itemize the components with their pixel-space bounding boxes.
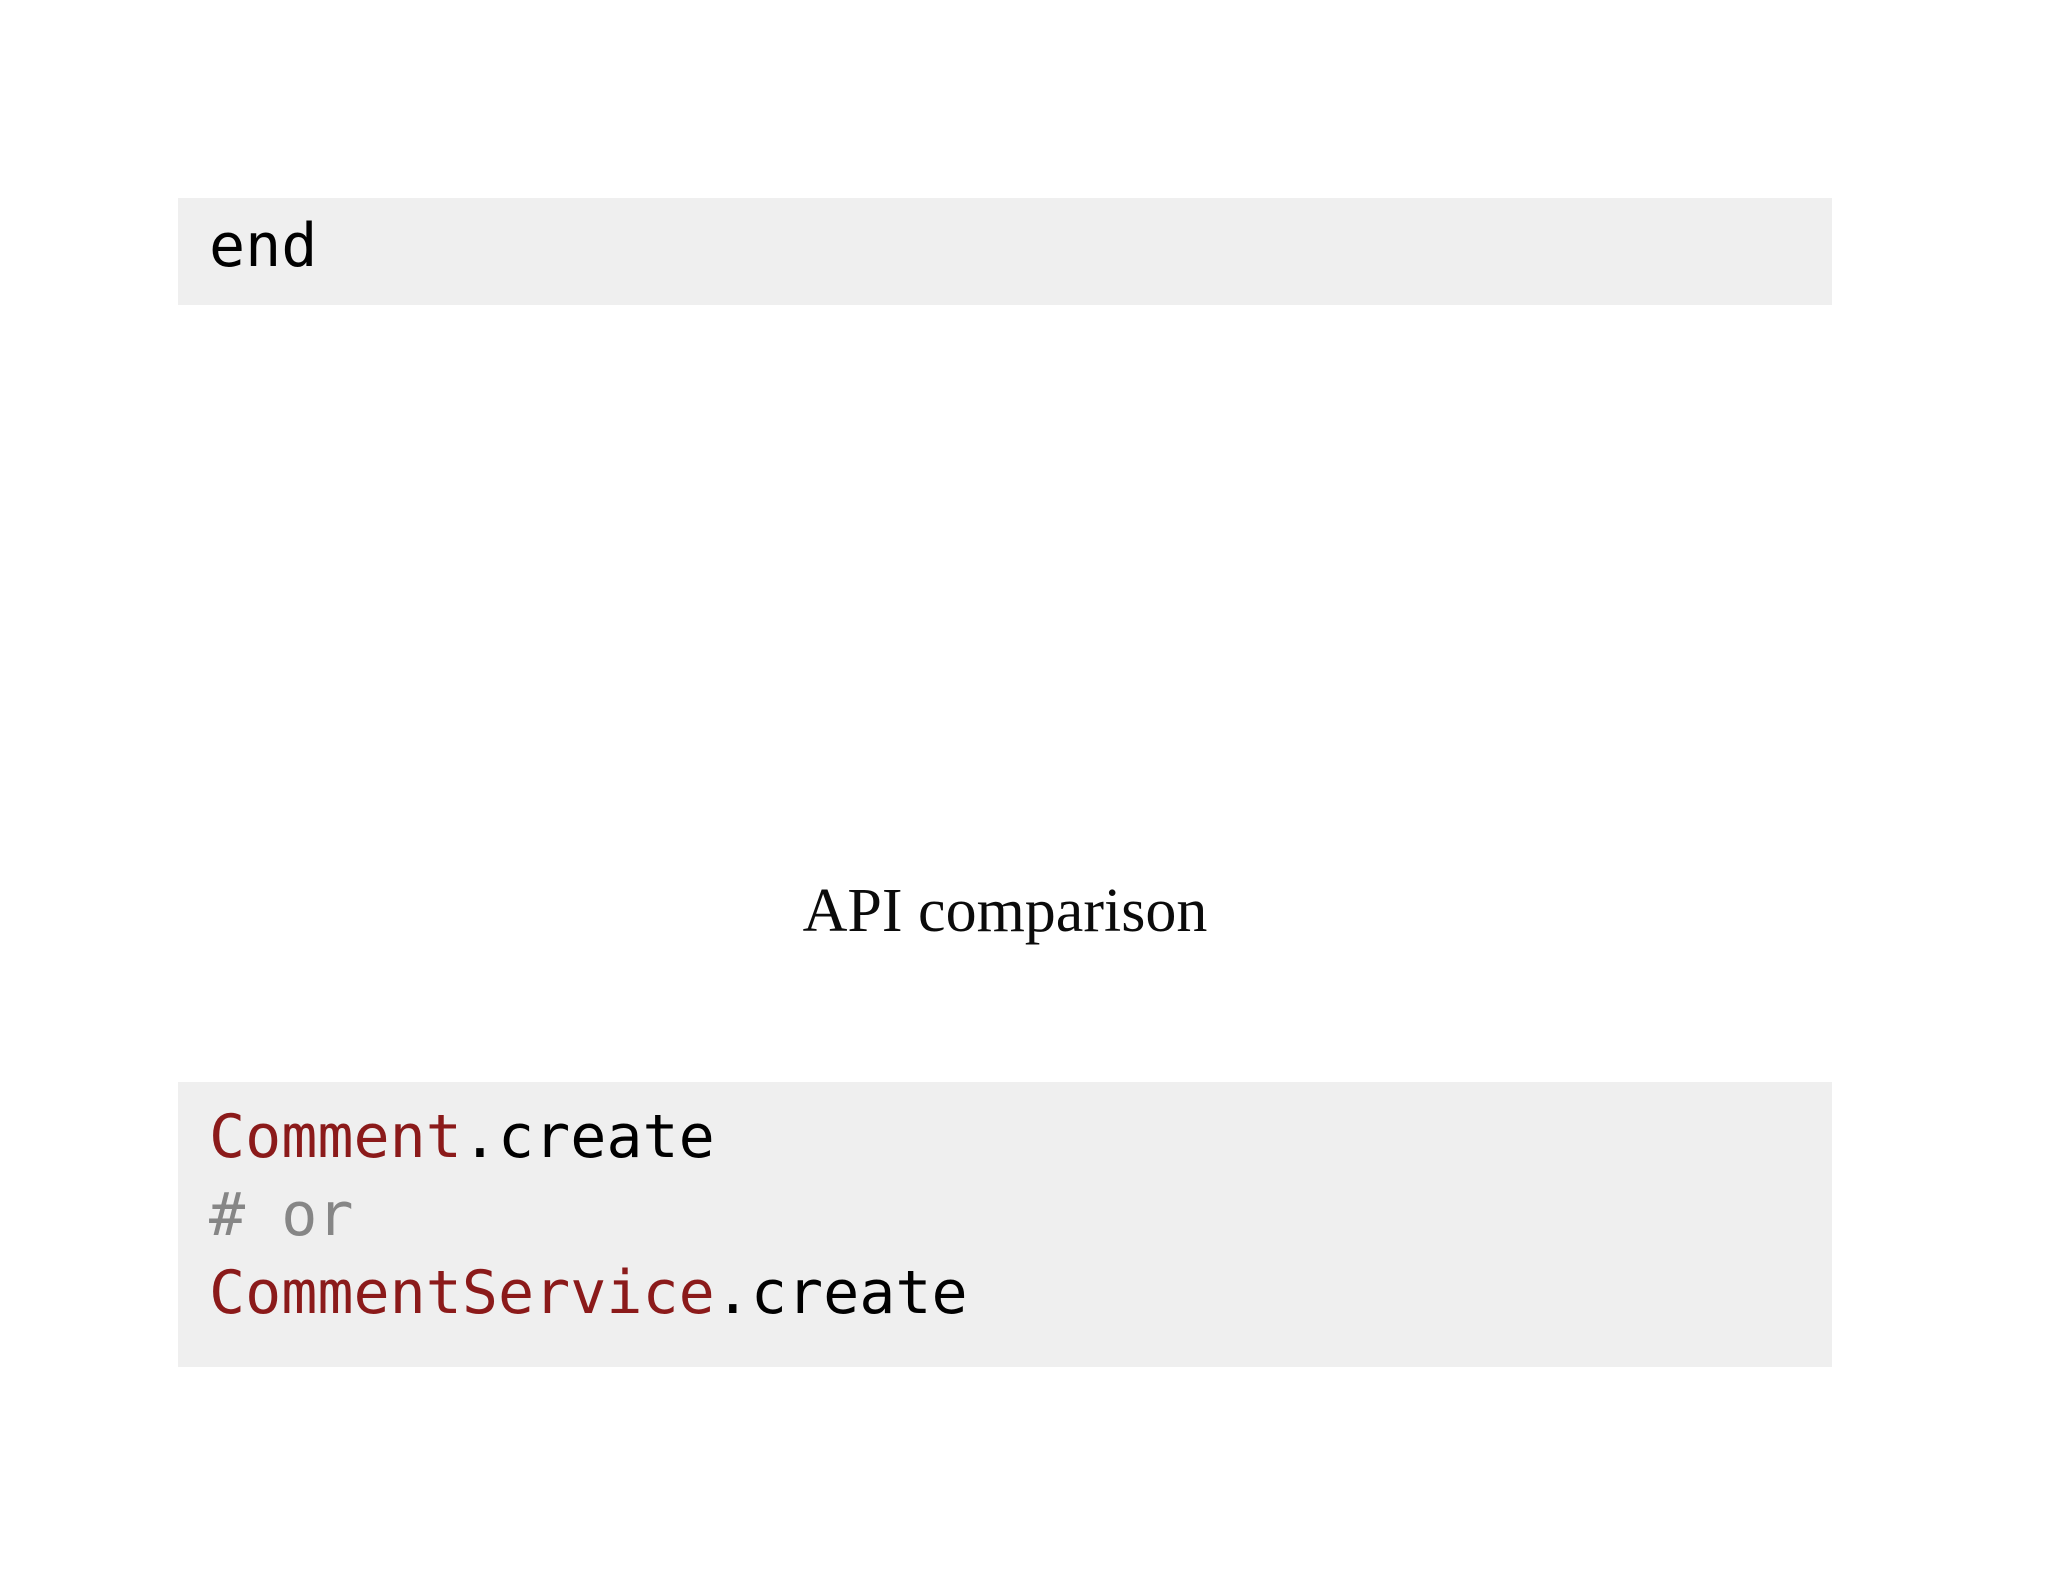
page-title: API comparison bbox=[802, 877, 1208, 945]
code-line: end bbox=[209, 207, 1832, 285]
code-line: CommentService.create bbox=[209, 1254, 1832, 1332]
code-line: # or bbox=[209, 1176, 1832, 1254]
code-token-class-comment: Comment bbox=[209, 1102, 462, 1172]
code-token-method-create: .create bbox=[461, 1102, 715, 1172]
code-token-keyword-end: end bbox=[209, 211, 318, 281]
code-line: Comment.create bbox=[209, 1098, 1832, 1176]
code-token-method-create-2: .create bbox=[714, 1258, 968, 1328]
code-block-end: end bbox=[178, 198, 1832, 305]
code-token-comment-or: # or bbox=[209, 1180, 354, 1250]
code-token-class-comment-service: CommentService bbox=[209, 1258, 715, 1328]
